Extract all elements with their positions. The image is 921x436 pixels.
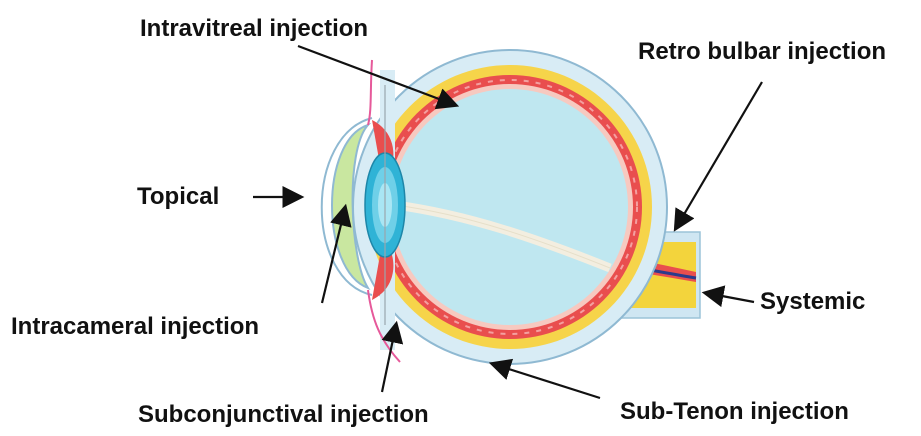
label-subtenon: Sub-Tenon injection xyxy=(620,400,849,424)
arrow-icon-subtenon xyxy=(493,364,600,398)
label-retrobulbar: Retro bulbar injection xyxy=(638,40,886,64)
label-subconjunctival: Subconjunctival injection xyxy=(138,403,429,427)
arrow-icon-systemic xyxy=(706,293,754,302)
label-intravitreal: Intravitreal injection xyxy=(140,17,368,41)
conjunctiva-upper xyxy=(368,60,372,125)
label-topical: Topical xyxy=(137,185,219,209)
label-intracameral: Intracameral injection xyxy=(11,315,259,339)
arrow-icon-retrobulbar xyxy=(676,82,762,228)
label-systemic: Systemic xyxy=(760,290,865,314)
